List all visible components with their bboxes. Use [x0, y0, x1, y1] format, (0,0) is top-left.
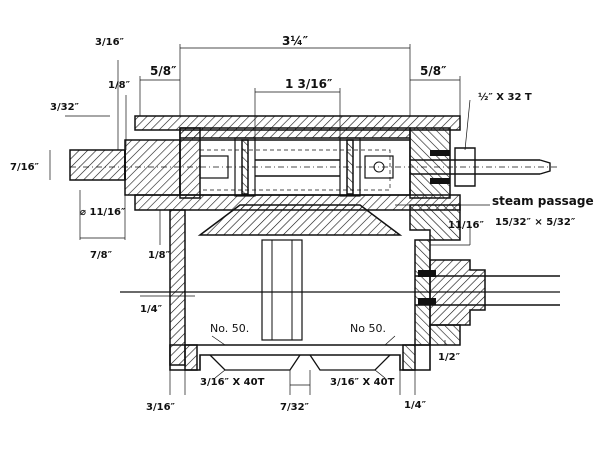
dim-eighth-lower: 1/8″: [148, 250, 171, 261]
dim-passage-size: 15/32″ × 5/32″: [495, 217, 576, 228]
label-steam-passage: steam passage: [492, 194, 594, 208]
dimension-lines: [49, 44, 490, 395]
dim-three-16-bottom: 3/16″: [146, 402, 176, 413]
top-cover: [134, 115, 461, 211]
dim-thread-bottom-right: 3/16″ X 40T: [330, 377, 395, 388]
dim-left-eighth: 1/8″: [108, 80, 131, 91]
dim-half: 1/2″: [438, 352, 461, 363]
valve-chest: [197, 204, 461, 241]
dim-left-seven-16: 7/16″: [10, 162, 40, 173]
dim-seven-eighths: 7/8″: [90, 250, 113, 261]
dim-thread-bottom-left: 3/16″ X 40T: [200, 377, 265, 388]
dim-quarter-bottom: 1/4″: [404, 400, 427, 411]
dim-eleven-16: 11/16″: [448, 220, 484, 231]
callout-labels: steam passage No. 50. No 50.: [210, 194, 594, 335]
dim-dia-eleven-16: ⌀ 11/16″: [80, 207, 126, 218]
dimension-labels: 3¼″ 1 3/16″ 5/8″ 5/8″ 3/16″ 1/8″ 3/32″ 7…: [10, 34, 576, 413]
cylinder-internals: [70, 137, 560, 197]
label-no50-left: No. 50.: [210, 322, 249, 335]
base-flange: [169, 344, 431, 371]
label-no50-right: No 50.: [350, 322, 386, 335]
dim-cover-right: 5/8″: [420, 64, 447, 78]
dim-bore: 1 3/16″: [285, 77, 333, 91]
dim-cover-left: 5/8″: [150, 64, 177, 78]
dim-thread-right: ½″ X 32 T: [478, 92, 532, 103]
left-gland: [69, 139, 181, 196]
dim-seven-32: 7/32″: [280, 402, 310, 413]
dim-left-three-32: 3/32″: [50, 102, 80, 113]
dim-quarter-left: 1/4″: [140, 304, 163, 315]
dim-left-tiny-top: 3/16″: [95, 37, 125, 48]
dim-overall-width: 3¼″: [282, 34, 309, 48]
